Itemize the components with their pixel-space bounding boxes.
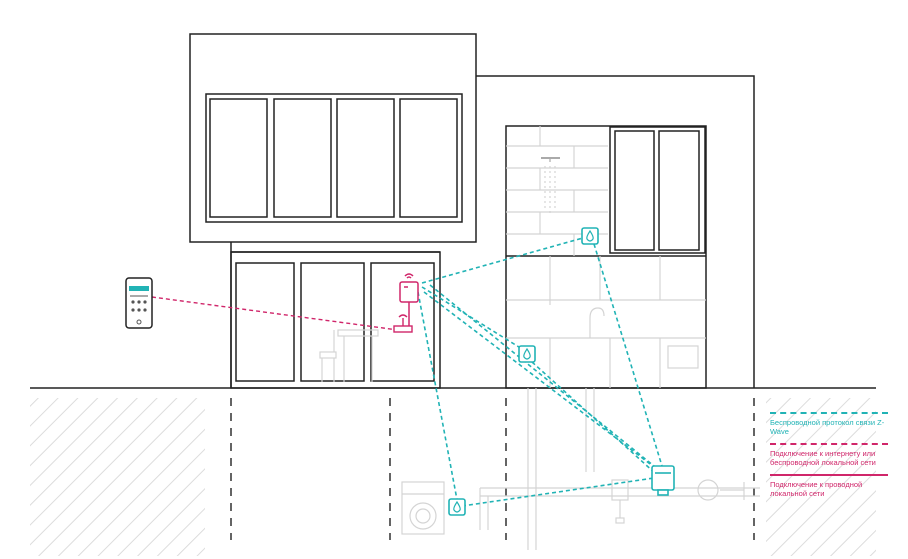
soil-hatch-right	[766, 398, 876, 556]
zwave-links	[417, 235, 663, 507]
legend-item-wired: Подключение к проводной локальной сети	[770, 474, 896, 498]
legend-label-internet: Подключение к интернету или беспроводной…	[770, 449, 876, 467]
water-leak-sensor-icon	[581, 227, 599, 245]
water-valve-controller-icon	[651, 465, 675, 496]
legend-swatch-zwave	[770, 412, 888, 414]
interior-details	[319, 126, 760, 550]
legend-item-zwave: Беспроводной протокол связи Z-Wave	[770, 412, 896, 436]
upper-volume	[189, 33, 477, 243]
z-wave-controller-icon	[399, 273, 419, 326]
foundation-lines	[230, 398, 755, 540]
legend-swatch-wired	[770, 474, 888, 476]
internet-link	[151, 296, 399, 331]
smartphone-app-icon	[125, 277, 153, 329]
water-leak-sensor-icon	[448, 498, 466, 516]
legend-swatch-internet	[770, 443, 888, 445]
legend-label-wired: Подключение к проводной локальной сети	[770, 480, 863, 498]
right-volume	[476, 75, 755, 389]
lower-volume	[230, 242, 441, 389]
legend: Беспроводной протокол связи Z-Wave Подкл…	[770, 412, 896, 505]
soil-hatch-left	[30, 398, 205, 556]
legend-item-internet: Подключение к интернету или беспроводной…	[770, 443, 896, 467]
water-leak-sensor-icon	[518, 345, 536, 363]
wifi-router-icon	[393, 314, 413, 333]
legend-label-zwave: Беспроводной протокол связи Z-Wave	[770, 418, 885, 436]
